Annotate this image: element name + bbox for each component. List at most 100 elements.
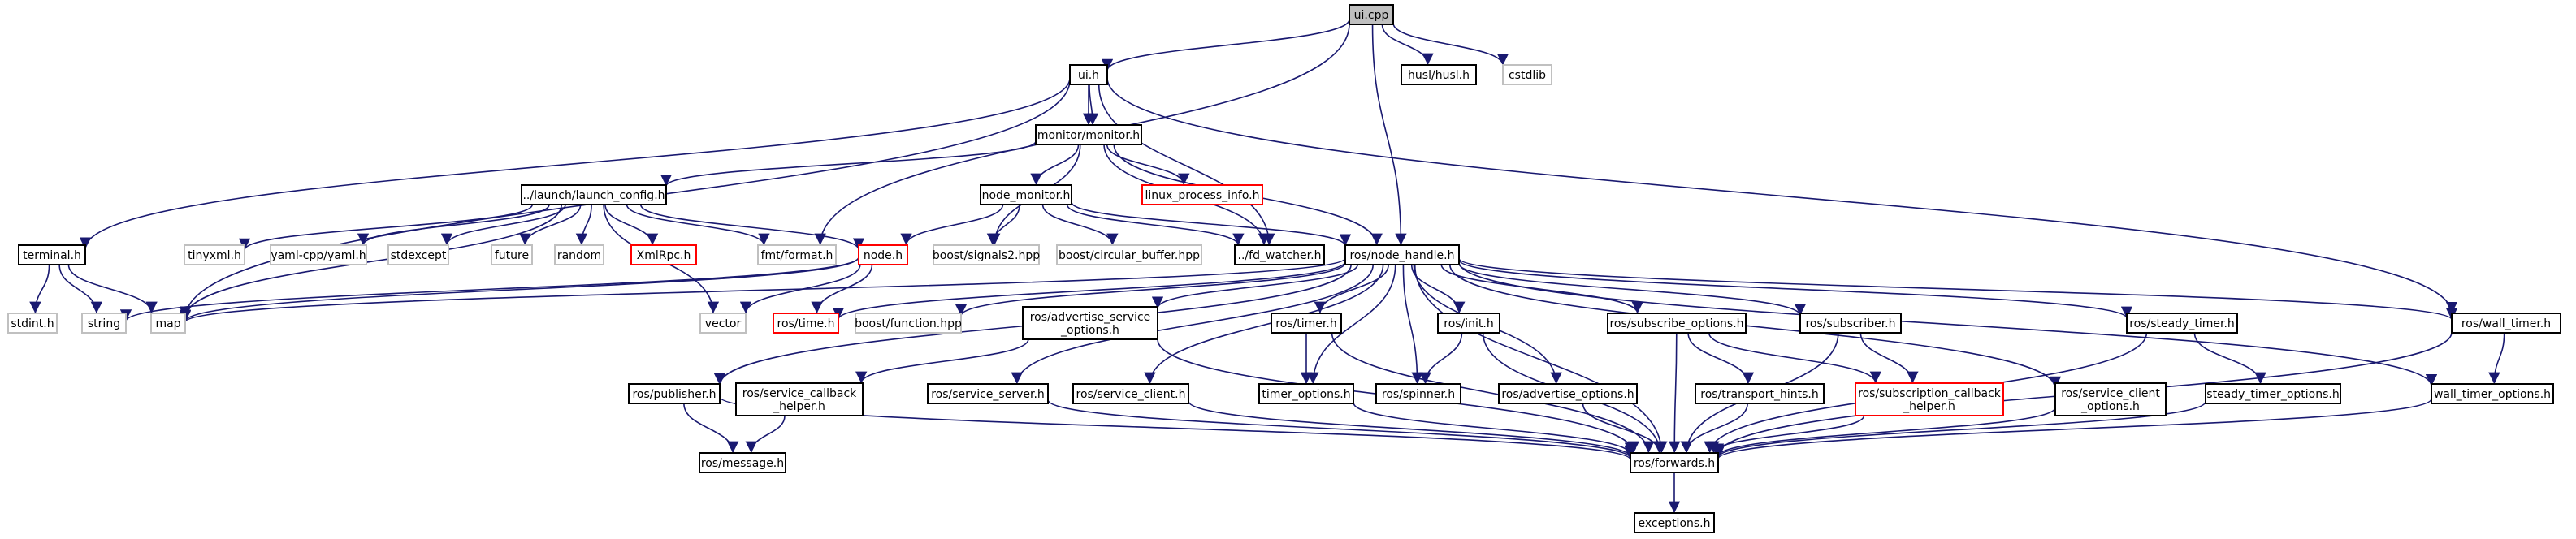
node-box	[933, 244, 1040, 265]
edge-ui-h-to-wall-timer-h	[1106, 78, 2458, 314]
node-terminal-h[interactable]: terminal.h	[18, 244, 86, 265]
node-node-handle-h[interactable]: ros/node_handle.h	[1344, 244, 1460, 265]
node-label: string	[88, 317, 120, 330]
node-adv-opts-h[interactable]: ros/advertise_options.h	[1498, 383, 1638, 404]
node-box	[2054, 382, 2167, 416]
edge-node-handle-h-to-boost-function	[955, 262, 1346, 317]
node-linux-process-info-h[interactable]: linux_process_info.h	[1141, 184, 1263, 205]
edge-wall-timer-opts-h-to-forwards-h	[1712, 398, 2432, 460]
edge-subscribe-opts-h-to-forwards-h	[1669, 332, 1681, 454]
node-message-h[interactable]: ros/message.h	[699, 452, 786, 473]
node-label: ros/init.h	[1444, 317, 1494, 330]
node-exceptions-h[interactable]: exceptions.h	[1634, 512, 1715, 533]
node-boost-function: boost/function.hpp	[855, 313, 962, 334]
node-label: timer_options.h	[1262, 388, 1350, 401]
node-steady-timer-opts-h[interactable]: steady_timer_options.h	[2205, 383, 2341, 404]
node-xmlrpc-h[interactable]: XmlRpc.h	[630, 244, 697, 265]
node-box	[699, 313, 747, 334]
node-future: future	[491, 244, 533, 265]
node-spinner-h[interactable]: ros/spinner.h	[1375, 383, 1461, 404]
node-wall-timer-opts-h[interactable]: wall_timer_options.h	[2431, 383, 2554, 404]
edge-timer-options-h-to-forwards-h	[1353, 402, 1637, 455]
node-service-cb-helper-h[interactable]: ros/service_callback_helper.h	[735, 382, 864, 416]
node-label: ros/time.h	[777, 317, 835, 330]
node-transport-hints-h[interactable]: ros/transport_hints.h	[1695, 383, 1825, 404]
node-steady-timer-h[interactable]: ros/steady_timer.h	[2126, 313, 2238, 334]
node-label: ros/spinner.h	[1382, 388, 1455, 401]
node-service-client-opts-h[interactable]: ros/service_client_options.h	[2054, 382, 2167, 416]
node-service-client-h[interactable]: ros/service_client.h	[1072, 383, 1189, 404]
node-box	[387, 244, 449, 265]
node-subscribe-opts-h[interactable]: ros/subscribe_options.h	[1607, 313, 1747, 334]
node-label: stdint.h	[11, 317, 54, 330]
node-service-server-h[interactable]: ros/service_server.h	[927, 383, 1049, 404]
node-label: map	[155, 317, 180, 330]
node-ros-time-h[interactable]: ros/time.h	[773, 313, 839, 334]
node-label: ros/timer.h	[1275, 317, 1336, 330]
edge-node-h-to-string	[120, 257, 859, 321]
node-adv-service-opts-h[interactable]: ros/advertise_service_options.h	[1022, 306, 1158, 340]
node-husl-h[interactable]: husl/husl.h	[1401, 64, 1477, 85]
node-ros-init-h[interactable]: ros/init.h	[1437, 313, 1500, 334]
node-label: node.h	[864, 249, 903, 262]
node-box	[1069, 64, 1108, 85]
node-subscriber-h[interactable]: ros/subscriber.h	[1799, 313, 1902, 334]
node-label: ros/subscribe_options.h	[1609, 317, 1743, 330]
node-node-h[interactable]: node.h	[858, 244, 908, 265]
node-publisher-h[interactable]: ros/publisher.h	[628, 383, 721, 404]
edge-adv-service-opts-h-to-service-cb-helper-h	[855, 338, 1029, 384]
edge-wall-timer-h-to-wall-timer-opts-h	[2488, 332, 2505, 385]
node-box	[1375, 383, 1461, 404]
node-label: ros/node_handle.h	[1349, 249, 1454, 262]
node-map: map	[150, 313, 186, 334]
node-timer-options-h[interactable]: timer_options.h	[1258, 383, 1354, 404]
node-box	[927, 383, 1049, 404]
edge-node-handle-h-to-forwards-h	[1414, 264, 1668, 454]
edge-node-handle-h-to-service-client-opts-h	[1448, 264, 2062, 389]
edge-steady-timer-opts-h-to-forwards-h	[1712, 401, 2206, 459]
node-box	[2431, 383, 2554, 404]
node-label: yaml-cpp/yaml.h	[271, 249, 366, 262]
node-label: ros/subscriber.h	[1805, 317, 1895, 330]
edge-node-monitor-h-to-node-h	[900, 204, 1004, 246]
node-box	[1141, 184, 1263, 205]
node-label: ui.cpp	[1354, 9, 1389, 22]
node-box	[1022, 306, 1158, 340]
node-label: cstdlib	[1509, 69, 1546, 82]
edge-ui-cpp-to-node-handle-h	[1371, 24, 1407, 246]
node-wall-timer-h[interactable]: ros/wall_timer.h	[2451, 313, 2561, 334]
edge-node-h-to-map	[180, 257, 859, 322]
node-label: random	[557, 249, 601, 262]
node-vector: vector	[699, 313, 747, 334]
node-ros-timer-h[interactable]: ros/timer.h	[1271, 313, 1342, 334]
node-fd-watcher-h[interactable]: ../fd_watcher.h	[1234, 244, 1325, 265]
node-box	[773, 313, 839, 334]
node-label: ros/service_server.h	[931, 388, 1045, 401]
edge-ui-cpp-to-husl-h	[1381, 24, 1434, 66]
node-launch-config-h[interactable]: ../launch/launch_config.h	[521, 184, 667, 205]
node-label: ros/forwards.h	[1634, 457, 1715, 470]
edge-ui-h-to-terminal-h	[79, 77, 1071, 249]
node-box	[1056, 244, 1202, 265]
node-box	[1799, 313, 1902, 334]
node-node-monitor-h[interactable]: node_monitor.h	[980, 184, 1072, 205]
node-forwards-h[interactable]: ros/forwards.h	[1630, 452, 1719, 473]
node-ui-h[interactable]: ui.h	[1069, 64, 1108, 85]
node-box	[1695, 383, 1825, 404]
edge-launch-config-h-to-map	[179, 204, 563, 318]
node-label: ros/advertise_options.h	[1501, 388, 1634, 401]
node-label: boost/signals2.hpp	[933, 249, 1040, 262]
node-box	[81, 313, 127, 334]
edge-launch-config-h-to-node-h	[639, 204, 865, 251]
edge-node-handle-h-to-spinner-h	[1402, 264, 1423, 385]
node-monitor-h[interactable]: monitor/monitor.h	[1035, 124, 1142, 145]
edge-monitor-h-to-launch-config-h	[660, 140, 1037, 187]
node-box	[2451, 313, 2561, 334]
node-label: linux_process_info.h	[1145, 189, 1260, 202]
node-ui-cpp[interactable]: ui.cpp	[1349, 4, 1394, 25]
edge-node-handle-h-to-wall-timer-h	[1458, 257, 2457, 321]
node-label: ../fd_watcher.h	[1238, 249, 1322, 262]
node-box	[150, 313, 186, 334]
node-label: ros/service_callback	[742, 387, 857, 400]
node-sub-cb-helper-h[interactable]: ros/subscription_callback_helper.h	[1855, 382, 2004, 416]
